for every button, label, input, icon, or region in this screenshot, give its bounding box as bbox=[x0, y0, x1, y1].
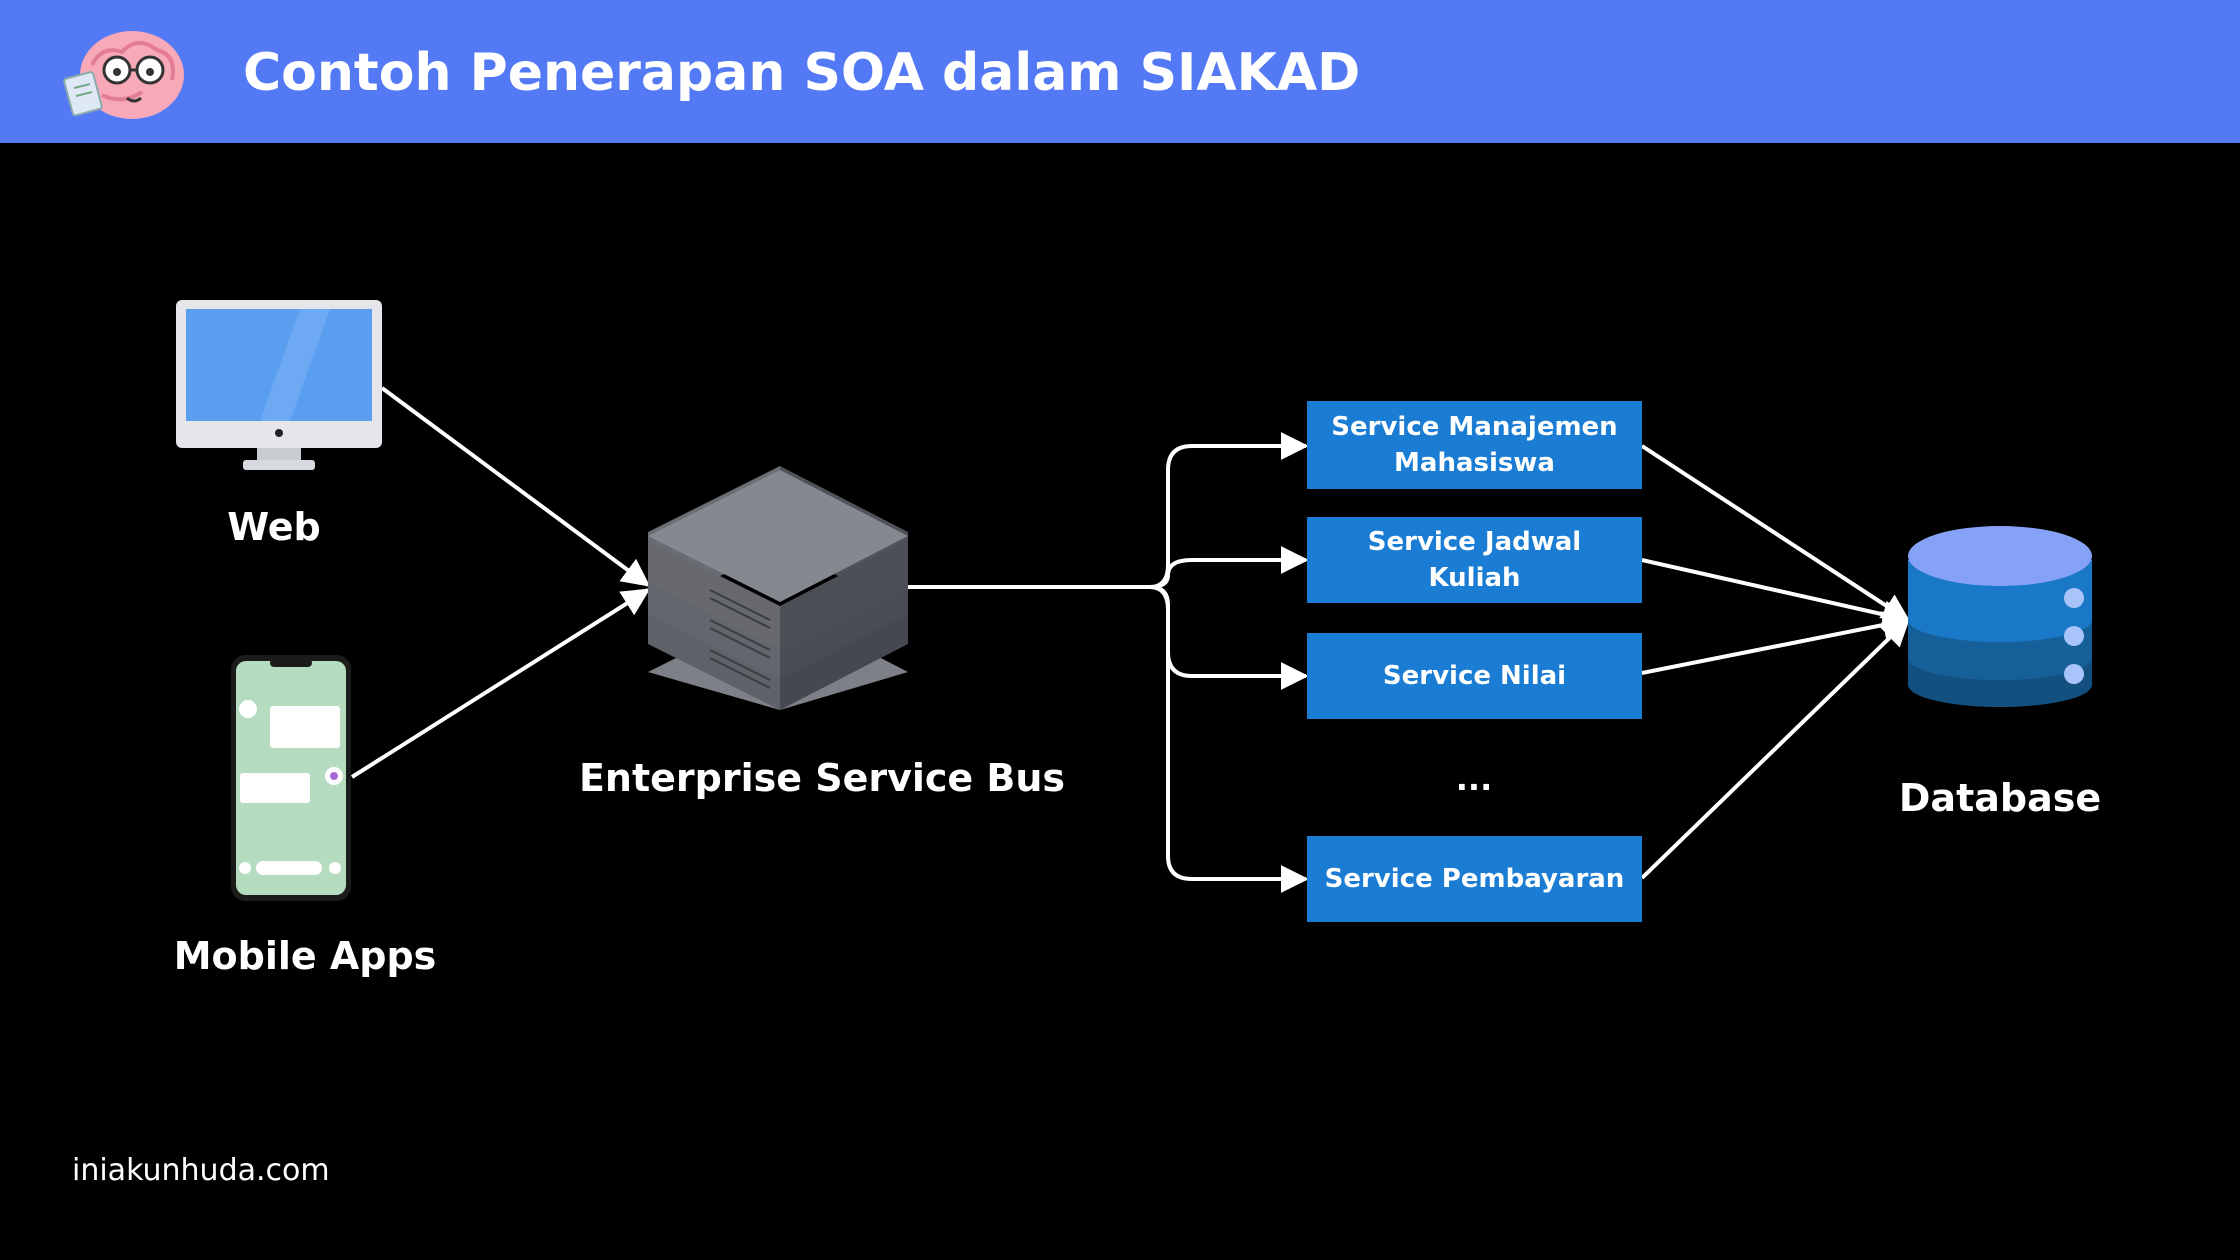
footer-site-label: iniakunhuda.com bbox=[72, 1153, 330, 1188]
connector-nilai-to-db bbox=[1641, 611, 1911, 675]
database-cylinder-icon bbox=[1908, 526, 2092, 707]
service-box-manajemen-mahasiswa: Service Manajemen Mahasiswa bbox=[1307, 401, 1642, 489]
connector-web-to-bus bbox=[380, 386, 651, 587]
connector-jadwal-to-db bbox=[1641, 558, 1911, 629]
connector-branch-pembayaran bbox=[1149, 585, 1309, 893]
connector-mobile-to-bus bbox=[350, 588, 651, 779]
database-label: Database bbox=[1898, 776, 2102, 820]
service-box-jadwal-kuliah: Service Jadwal Kuliah bbox=[1307, 517, 1642, 603]
connector-pembayaran-to-db bbox=[1640, 618, 1911, 880]
desktop-monitor-icon bbox=[176, 300, 382, 470]
mobile-apps-label: Mobile Apps bbox=[173, 934, 437, 978]
brain-mascot-icon bbox=[63, 31, 184, 119]
web-label: Web bbox=[227, 505, 321, 549]
services-ellipsis: ... bbox=[1455, 760, 1493, 798]
page-title: Contoh Penerapan SOA dalam SIAKAD bbox=[243, 43, 1361, 103]
header-bar: Contoh Penerapan SOA dalam SIAKAD bbox=[0, 0, 2240, 143]
service-box-nilai: Service Nilai bbox=[1307, 633, 1642, 719]
connector-manajemen-to-db bbox=[1640, 444, 1911, 622]
enterprise-service-bus-label: Enterprise Service Bus bbox=[578, 756, 1066, 800]
server-stack-icon bbox=[648, 466, 908, 710]
connector-branch-nilai bbox=[1149, 585, 1309, 690]
connector-branch-jadwal bbox=[1149, 546, 1309, 589]
smartphone-chat-icon bbox=[231, 655, 351, 901]
service-box-pembayaran: Service Pembayaran bbox=[1307, 836, 1642, 922]
